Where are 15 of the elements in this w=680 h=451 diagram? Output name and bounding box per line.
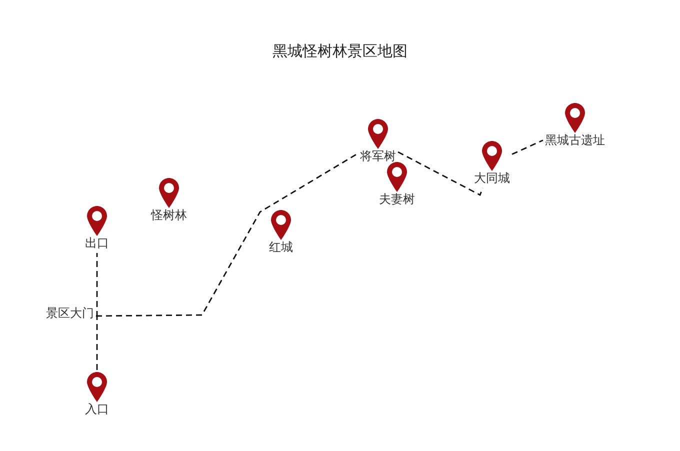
- map-title: 黑城怪树林景区地图: [272, 42, 408, 61]
- place-label: 怪树林: [151, 208, 187, 223]
- place-label: 将军树: [360, 149, 396, 164]
- route-path: [96, 253, 98, 317]
- place-label: 红城: [269, 240, 293, 255]
- route-path: [96, 152, 358, 317]
- place-label: 大同城: [474, 171, 510, 186]
- place-label: 黑城古遗址: [545, 133, 605, 148]
- route-path: [512, 140, 544, 155]
- place-label: 夫妻树: [379, 192, 415, 207]
- place-label: 入口: [85, 402, 109, 417]
- route-path: [96, 315, 98, 370]
- place-label: 景区大门: [46, 306, 94, 321]
- place-label: 出口: [85, 236, 109, 251]
- route-path: [398, 151, 484, 196]
